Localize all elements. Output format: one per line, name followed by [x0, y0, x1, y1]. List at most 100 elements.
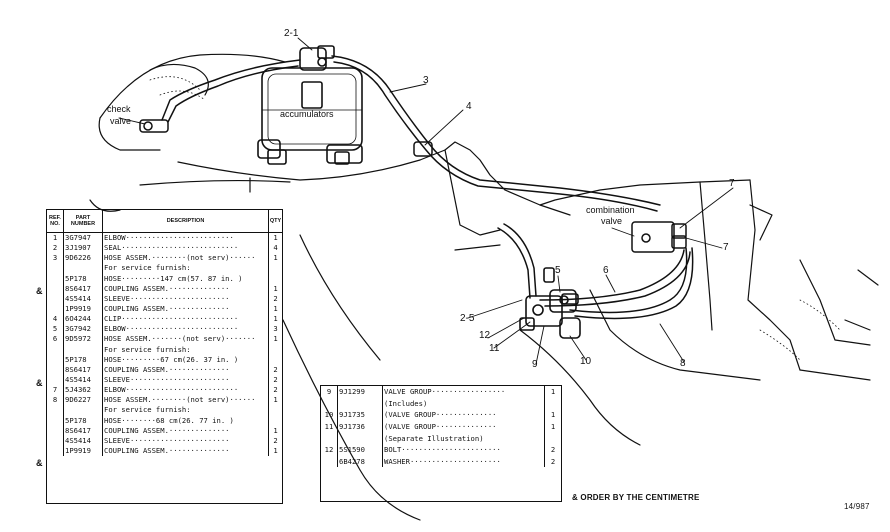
callout-11: 11	[489, 343, 500, 354]
cell-desc: SLEEVE·······················	[102, 374, 269, 386]
cell-ref: 3	[47, 253, 64, 264]
cell-qty	[269, 274, 283, 284]
cell-qty: 1	[550, 410, 556, 420]
cell-qty: 1	[550, 387, 556, 397]
table-row: For service furnish:	[47, 263, 282, 274]
cell-pn	[63, 344, 103, 355]
cell-qty: 1	[273, 304, 278, 314]
header-ref-no: REF. NO.	[47, 210, 64, 233]
cell-qty: 2	[273, 364, 278, 374]
cell-desc: HOSE········68 cm(26. 77 in. )	[102, 415, 269, 426]
clip-4	[413, 141, 433, 157]
cell-ref	[47, 364, 64, 375]
cell-ref	[47, 415, 64, 426]
cell-desc: CLIP···························	[102, 314, 269, 325]
cell-pn: 3J1907	[63, 243, 103, 254]
cell-pn: 9D5972	[63, 334, 103, 345]
cell-ref	[47, 374, 64, 386]
order-marker-hose-3: &	[36, 286, 43, 296]
cell-pn: 9J1299	[337, 386, 383, 398]
cell-desc: COUPLING ASSEM.··············	[102, 364, 269, 375]
cell-pn: 5J4362	[63, 385, 103, 396]
hose-to-check-valve	[139, 59, 301, 133]
cell-qty: 1	[273, 395, 278, 405]
cell-ref: 12	[321, 443, 338, 456]
hose-3	[331, 55, 661, 212]
table-row: 4S5414 SLEEVE·······················2	[47, 374, 282, 386]
fitting-2-1	[299, 45, 335, 71]
cell-ref	[47, 273, 64, 284]
cell-qty: 4	[273, 243, 278, 253]
cell-qty: 1	[273, 283, 278, 293]
callout-8: 8	[680, 358, 686, 369]
cell-qty	[545, 432, 562, 444]
cell-ref	[47, 344, 64, 355]
cell-desc: For service furnish:	[102, 405, 269, 416]
accumulators-drawing	[257, 67, 363, 165]
machine-frame	[89, 53, 879, 521]
cell-ref: 5	[47, 324, 64, 335]
table-row: (Includes)	[321, 397, 561, 410]
cell-ref	[47, 354, 64, 365]
hose-8	[569, 247, 694, 320]
cell-desc: (VALVE GROUP··············	[382, 409, 545, 421]
cell-qty	[269, 416, 283, 426]
cell-desc: SLEEVE·······················	[102, 435, 269, 446]
cell-ref: 11	[321, 420, 338, 433]
cell-ref: 1	[47, 232, 64, 244]
cell-qty: 1	[273, 425, 278, 435]
order-marker-hose-6: &	[36, 378, 43, 388]
cell-desc: ELBOW·························	[102, 232, 269, 244]
leader-lines	[118, 37, 734, 365]
combination-valve-label-line1: combination	[586, 205, 635, 215]
callout-9: 9	[532, 359, 538, 370]
combination-valve-label-line2: valve	[601, 216, 623, 226]
cell-desc: HOSE·········67 cm(26. 37 in. )	[102, 354, 269, 365]
cell-desc: HOSE·········147 cm(57. 87 in. )	[102, 273, 269, 284]
cell-desc: ELBOW··························	[102, 385, 269, 396]
cell-pn: 1P9919	[63, 445, 103, 457]
cell-qty: 1	[273, 233, 278, 243]
callout-10: 10	[580, 356, 592, 367]
cell-pn	[63, 405, 103, 416]
callout-2-5: 2-5	[460, 313, 475, 324]
table-row: 4S5414 SLEEVE·······················2	[47, 435, 282, 446]
cell-pn: 8S6417	[63, 425, 103, 436]
cell-ref: 10	[321, 409, 338, 421]
cell-pn: 9D6226	[63, 253, 103, 264]
cell-ref	[47, 303, 64, 315]
cell-desc: (Includes)	[382, 397, 545, 410]
cell-pn: 3G7942	[63, 324, 103, 335]
table-row: 5P178 HOSE········68 cm(26. 77 in. )	[47, 415, 283, 426]
cell-desc: (Separate Illustration)	[382, 432, 545, 444]
cell-pn: 6B4278	[337, 455, 383, 468]
cell-pn	[337, 397, 383, 410]
cell-pn: 5P178	[63, 415, 103, 426]
table-row: (Separate Illustration)	[321, 432, 561, 444]
cell-qty: 2	[550, 445, 556, 455]
callout-2-1: 2-1	[284, 28, 299, 39]
table-row: For service furnish:	[47, 344, 282, 355]
cell-pn: 9D6227	[63, 395, 103, 406]
header-part-number: PART NUMBER	[63, 210, 103, 233]
cell-pn: 4S5414	[63, 293, 103, 304]
hose-loop	[497, 223, 537, 299]
check-valve-label-line2: valve	[110, 116, 132, 126]
table-row: 1P9919 COUPLING ASSEM.··············1	[47, 303, 282, 315]
cell-pn: 9J1735	[337, 409, 383, 421]
cell-qty: 1	[273, 314, 278, 324]
cell-qty: 1	[273, 334, 278, 344]
table-row: 8S6417 COUPLING ASSEM.··············1	[47, 425, 282, 436]
cell-ref	[47, 293, 64, 304]
cell-ref	[321, 432, 338, 444]
cell-ref: 4	[47, 314, 64, 325]
figure-id: 14/987	[844, 502, 870, 511]
